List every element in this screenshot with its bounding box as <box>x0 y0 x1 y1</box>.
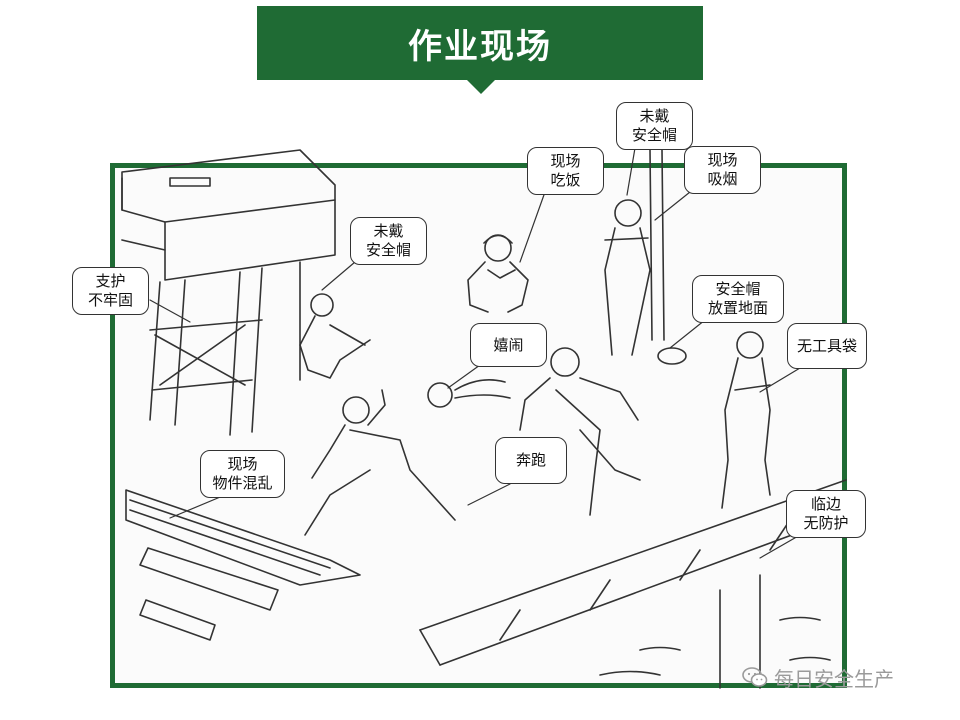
scattered-materials <box>125 489 361 641</box>
callout-eating-on-site: 现场 吃饭 <box>527 147 604 195</box>
callout-pointers <box>149 147 801 559</box>
worker-with-tools <box>721 331 771 509</box>
callout-no-edge-protection: 临边 无防护 <box>786 490 866 538</box>
worker-smoking <box>604 149 665 356</box>
callout-horseplay: 嬉闹 <box>470 323 547 367</box>
callout-messy-materials: 现场 物件混乱 <box>200 450 285 498</box>
title-pointer <box>467 80 495 94</box>
page-title: 作业现场 <box>257 6 703 80</box>
platform-edge <box>419 479 847 689</box>
callout-smoking-on-site: 现场 吸烟 <box>684 146 761 194</box>
page-title-text: 作业现场 <box>408 26 552 67</box>
callout-no-helmet-top: 未戴 安全帽 <box>616 102 693 150</box>
callout-running: 奔跑 <box>495 437 567 484</box>
watermark: 每日安全生产 <box>742 662 894 692</box>
worker-sitting-no-helmet <box>299 293 371 379</box>
worker-eating <box>467 234 529 313</box>
illustration-frame <box>110 163 847 688</box>
callout-no-tool-bag: 无工具袋 <box>787 323 867 369</box>
scaffold-structure <box>121 149 336 436</box>
callout-helmet-on-ground: 安全帽 放置地面 <box>692 275 784 323</box>
callout-no-helmet-left: 未戴 安全帽 <box>350 217 427 265</box>
worker-running <box>519 347 641 516</box>
watermark-text: 每日安全生产 <box>774 666 894 691</box>
callout-support-unstable: 支护 不牢固 <box>72 267 149 315</box>
worker-throwing <box>304 389 456 536</box>
wechat-icon <box>742 667 768 687</box>
